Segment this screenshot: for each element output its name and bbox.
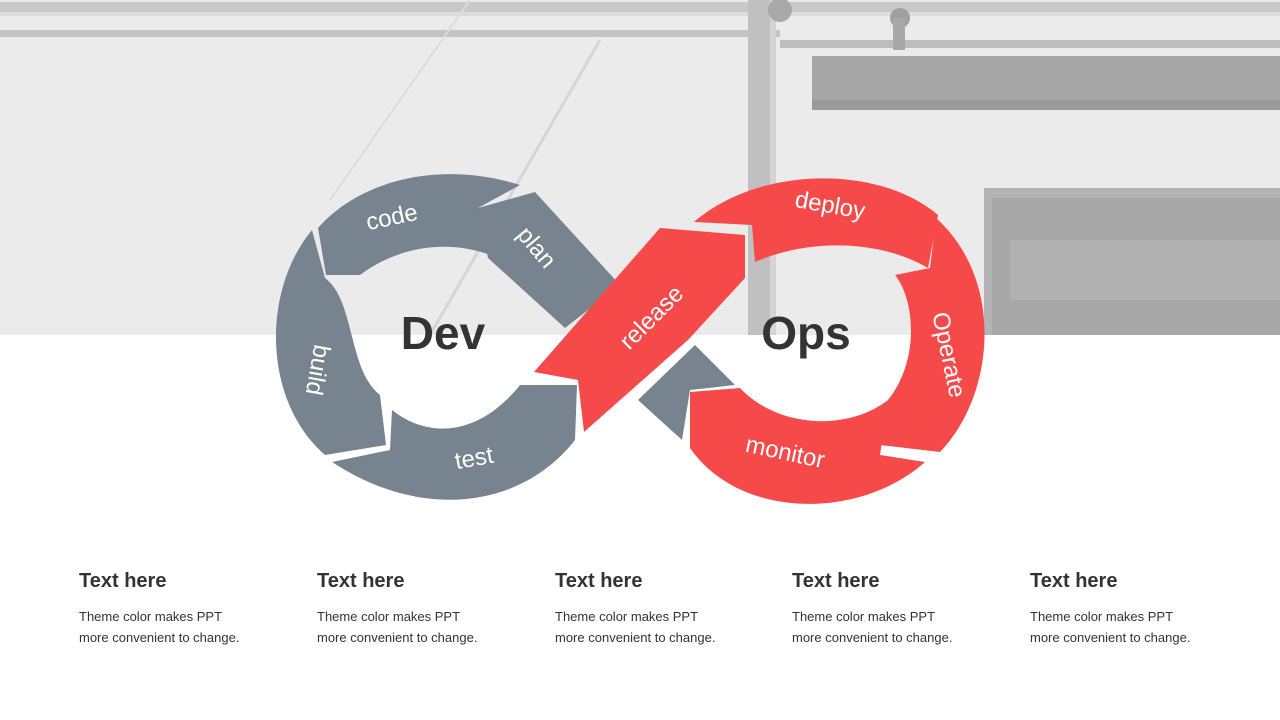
- text-column-5: Text here Theme color makes PPT more con…: [1030, 568, 1230, 648]
- column-body: Theme color makes PPT more convenient to…: [1030, 609, 1191, 645]
- text-columns: Text here Theme color makes PPT more con…: [79, 568, 1249, 668]
- column-title: Text here: [1030, 570, 1118, 592]
- ops-label: Ops: [761, 307, 850, 359]
- column-title: Text here: [555, 570, 643, 592]
- wall-pipes-illustration: [0, 0, 1280, 335]
- column-body: Theme color makes PPT more convenient to…: [79, 609, 240, 645]
- segment-monitor: [690, 388, 925, 504]
- segment-test: [332, 385, 577, 500]
- segment-build: [275, 230, 386, 455]
- label-test: test: [453, 442, 496, 475]
- column-body: Theme color makes PPT more convenient to…: [317, 609, 478, 645]
- text-column-2: Text here Theme color makes PPT more con…: [317, 568, 517, 648]
- text-column-1: Text here Theme color makes PPT more con…: [79, 568, 279, 648]
- segment-code: [318, 174, 520, 275]
- column-title: Text here: [792, 570, 880, 592]
- text-column-4: Text here Theme color makes PPT more con…: [792, 568, 992, 648]
- text-column-3: Text here Theme color makes PPT more con…: [555, 568, 755, 648]
- segment-plan: [478, 192, 620, 328]
- background-photo: [0, 0, 1280, 335]
- dev-label: Dev: [401, 307, 486, 359]
- column-title: Text here: [317, 570, 405, 592]
- segment-release: [534, 228, 745, 432]
- segment-lower-gray: [638, 345, 735, 440]
- segment-deploy: [694, 178, 938, 268]
- column-body: Theme color makes PPT more convenient to…: [555, 609, 716, 645]
- column-body: Theme color makes PPT more convenient to…: [792, 609, 953, 645]
- segment-operate: [880, 218, 985, 452]
- column-title: Text here: [79, 570, 167, 592]
